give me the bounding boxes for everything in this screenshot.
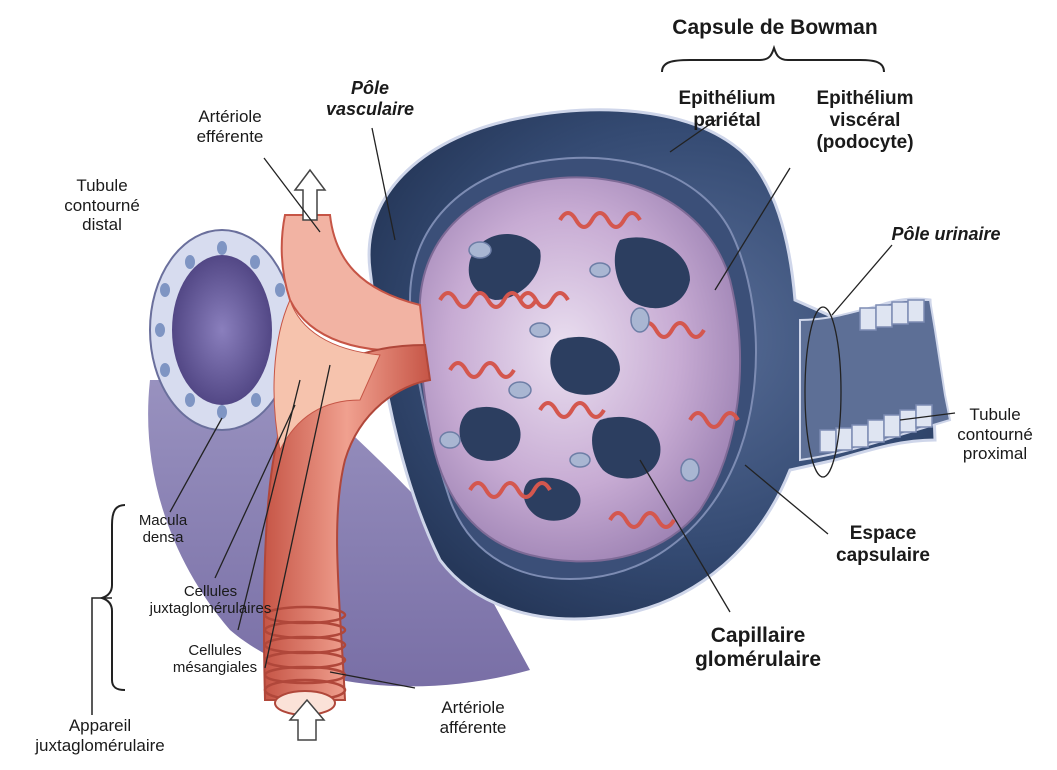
appareil-juxta-line-1: Appareil: [0, 716, 200, 736]
capillaire-glomerulaire-label: Capillaire glomérulaire: [668, 624, 848, 672]
tubule-distal-line-2: contourné: [42, 196, 162, 216]
cellules-mesangiales-label: Cellules mésangiales: [155, 642, 275, 677]
arteriole-afferente-line-1: Artériole: [408, 698, 538, 718]
macula-densa-line-1: Macula: [128, 512, 198, 529]
efferent-arrow: [295, 170, 325, 220]
tubule-contourne-distal-label: Tubule contourné distal: [42, 176, 162, 235]
jga-bracket: [92, 598, 112, 715]
pole-vasculaire-line-2: vasculaire: [305, 99, 435, 120]
cellules-juxta-line-2: juxtaglomérulaires: [128, 600, 293, 617]
arteriole-afferente-line-2: afférente: [408, 718, 538, 738]
epithelium-visceral-line-1: Epithélium: [800, 88, 930, 110]
cellules-mesangiales-line-1: Cellules: [155, 642, 275, 659]
epithelium-parietal-line-1: Epithélium: [662, 88, 792, 110]
capillaire-glomerulaire-line-1: Capillaire: [668, 624, 848, 648]
espace-capsulaire-line-1: Espace: [808, 523, 958, 545]
arteriole-efferente-label: Artériole efférente: [160, 107, 300, 146]
arteriole-efferente-line-1: Artériole: [160, 107, 300, 127]
arteriole-afferente-label: Artériole afférente: [408, 698, 538, 737]
epithelium-visceral-label: Epithélium viscéral (podocyte): [800, 88, 930, 154]
tubule-proximal-line-1: Tubule: [935, 405, 1055, 425]
cellules-juxtaglomerulaires-label: Cellules juxtaglomérulaires: [128, 583, 293, 618]
cellules-mesangiales-line-2: mésangiales: [155, 659, 275, 676]
capillaire-glomerulaire-line-2: glomérulaire: [668, 648, 848, 672]
epithelium-parietal-line-2: pariétal: [662, 110, 792, 132]
espace-capsulaire-line-2: capsulaire: [808, 545, 958, 567]
bowman-brace: [662, 48, 884, 72]
cellules-juxta-line-1: Cellules: [128, 583, 293, 600]
tubule-proximal-line-3: proximal: [935, 444, 1055, 464]
arteriole-efferente-line-2: efférente: [160, 127, 300, 147]
tubule-proximal-line-2: contourné: [935, 425, 1055, 445]
appareil-juxtaglomerulaire-label: Appareil juxtaglomérulaire: [0, 716, 200, 755]
epithelium-visceral-line-3: (podocyte): [800, 132, 930, 154]
macula-densa-line-2: densa: [128, 529, 198, 546]
tubule-contourne-proximal-label: Tubule contourné proximal: [935, 405, 1055, 464]
tubule-distal-line-3: distal: [42, 215, 162, 235]
macula-densa-label: Macula densa: [128, 512, 198, 547]
pole-vasculaire-label: Pôle vasculaire: [305, 78, 435, 119]
appareil-juxta-line-2: juxtaglomérulaire: [0, 736, 200, 756]
pole-urinaire-label: Pôle urinaire: [866, 224, 1026, 245]
pole-vasculaire-line-1: Pôle: [305, 78, 435, 99]
epithelium-parietal-label: Epithélium pariétal: [662, 88, 792, 132]
distal-tubule-lumen: [172, 255, 272, 405]
espace-capsulaire-label: Espace capsulaire: [808, 523, 958, 567]
capsule-de-bowman-label: Capsule de Bowman: [640, 16, 910, 40]
tubule-distal-line-1: Tubule: [42, 176, 162, 196]
epithelium-visceral-line-2: viscéral: [800, 110, 930, 132]
